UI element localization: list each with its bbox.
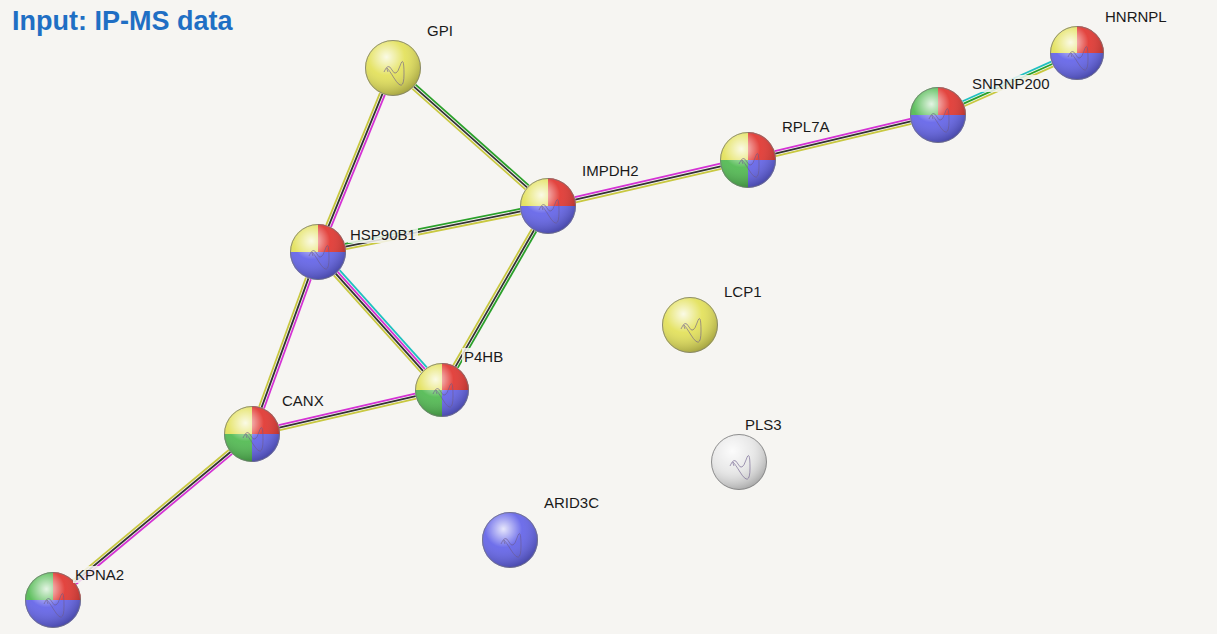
protein-ball	[415, 363, 469, 417]
interaction-edge	[326, 93, 385, 227]
protein-node: LCP1	[662, 297, 718, 353]
protein-label: LCP1	[722, 283, 764, 300]
protein-node: RPL7A	[720, 132, 776, 188]
protein-label: GPI	[425, 22, 455, 39]
protein-node: IMPDH2	[520, 178, 576, 234]
protein-label: RPL7A	[780, 118, 832, 135]
protein-node: GPI	[365, 40, 421, 96]
protein-label: SNRNP200	[970, 75, 1052, 92]
diagram-title: Input: IP-MS data	[12, 6, 232, 37]
protein-ball	[482, 512, 538, 568]
protein-label: ARID3C	[542, 494, 601, 511]
interaction-edge	[412, 85, 529, 190]
protein-node: HNRNPL	[1050, 26, 1104, 80]
protein-label: IMPDH2	[580, 162, 641, 179]
protein-node: SNRNP200	[910, 87, 966, 143]
protein-ball	[290, 224, 346, 280]
interaction-edge	[334, 270, 427, 372]
protein-label: P4HB	[462, 348, 505, 365]
protein-ball	[224, 406, 280, 462]
protein-label: HSP90B1	[348, 226, 418, 243]
interaction-edge	[963, 62, 1054, 106]
protein-node: PLS3	[711, 434, 767, 490]
protein-node: P4HB	[415, 363, 469, 417]
protein-ball	[711, 434, 767, 490]
protein-ball	[520, 178, 576, 234]
interaction-edge	[259, 277, 311, 408]
protein-ball	[910, 87, 966, 143]
protein-node: HSP90B1	[290, 224, 346, 280]
interaction-edge	[775, 119, 912, 156]
protein-ball	[365, 40, 421, 96]
interaction-edge	[73, 450, 232, 584]
protein-label: KPNA2	[73, 566, 126, 583]
protein-ball	[720, 132, 776, 188]
protein-label: PLS3	[743, 416, 784, 433]
protein-ball	[662, 297, 718, 353]
protein-node: ARID3C	[482, 512, 538, 568]
interaction-edge	[453, 229, 536, 368]
protein-label: CANX	[280, 392, 326, 409]
protein-ball	[1050, 26, 1104, 80]
protein-node: CANX	[224, 406, 280, 462]
interaction-edge	[345, 209, 521, 249]
protein-node: KPNA2	[25, 572, 81, 628]
protein-label: HNRNPL	[1103, 8, 1169, 25]
